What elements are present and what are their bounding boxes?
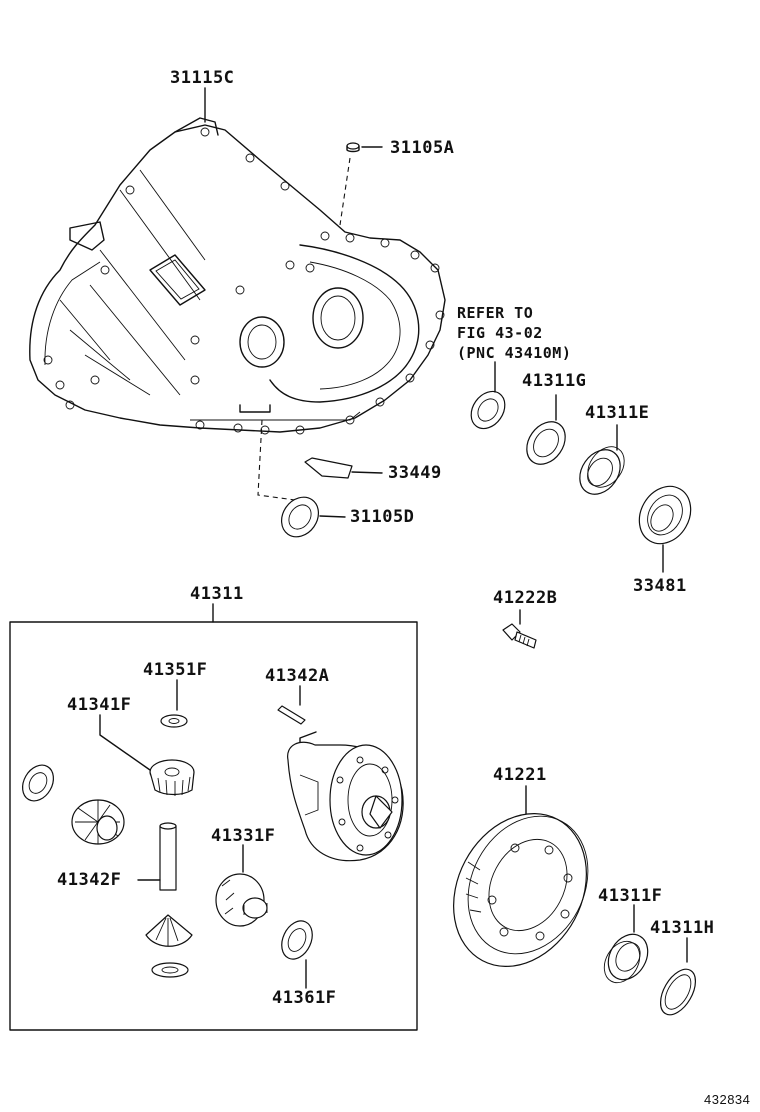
shaft-41342F-drawing — [137, 822, 177, 891]
label-33449: 33449 — [388, 463, 442, 483]
label-41361F: 41361F — [272, 988, 337, 1008]
label-31105A: 31105A — [390, 138, 455, 158]
washer-41361F-drawing — [281, 920, 313, 989]
label-41311G: 41311G — [522, 371, 587, 391]
label-41311E: 41311E — [585, 403, 650, 423]
gear-left-drawing — [71, 799, 125, 845]
bearing-41311E-drawing — [579, 424, 625, 495]
bolt-41222B-drawing — [502, 609, 537, 649]
washer-left-drawing — [21, 764, 55, 802]
label-41311H: 41311H — [650, 918, 715, 938]
gear-41331F-drawing — [215, 844, 268, 927]
label-41331F: 41331F — [211, 826, 276, 846]
seal-33481-drawing — [638, 485, 692, 573]
pin-41342A-drawing — [277, 685, 306, 725]
label-41351F: 41351F — [143, 660, 208, 680]
differential-case-drawing — [287, 731, 404, 862]
label-31115C: 31115C — [170, 68, 235, 88]
label-41342A: 41342A — [265, 666, 330, 686]
figure-id: 432834 — [704, 1092, 751, 1107]
plug-31105A-drawing — [346, 142, 360, 153]
shim-41311G-drawing — [526, 394, 566, 465]
pinion-bottom-drawing — [145, 914, 193, 978]
label-41311F: 41311F — [598, 886, 663, 906]
ring-gear-41221-drawing — [453, 785, 589, 967]
dashed-31105D — [257, 419, 296, 501]
plate-33449-drawing — [304, 457, 383, 479]
label-41222B: 41222B — [493, 588, 558, 608]
label-41341F: 41341F — [67, 695, 132, 715]
dashed-31105A — [339, 157, 351, 226]
washer-41351F-drawing — [160, 679, 188, 728]
transaxle-housing-drawing — [29, 117, 446, 435]
shim-41311H-drawing — [659, 937, 697, 1016]
label-refer-line3: (PNC 43410M) — [457, 344, 572, 362]
label-31105D: 31105D — [350, 507, 415, 527]
label-refer-line1: REFER TO — [457, 304, 534, 322]
bearing-41311F-drawing — [603, 904, 649, 984]
label-41311: 41311 — [190, 584, 244, 604]
label-refer-line2: FIG 43-02 — [457, 324, 543, 342]
gear-41341F-drawing — [99, 714, 195, 796]
label-41342F: 41342F — [57, 870, 122, 890]
label-33481: 33481 — [633, 576, 687, 596]
label-41221: 41221 — [493, 765, 547, 785]
seal-31105D-drawing — [280, 496, 346, 538]
refer-seal-drawing — [470, 361, 506, 430]
